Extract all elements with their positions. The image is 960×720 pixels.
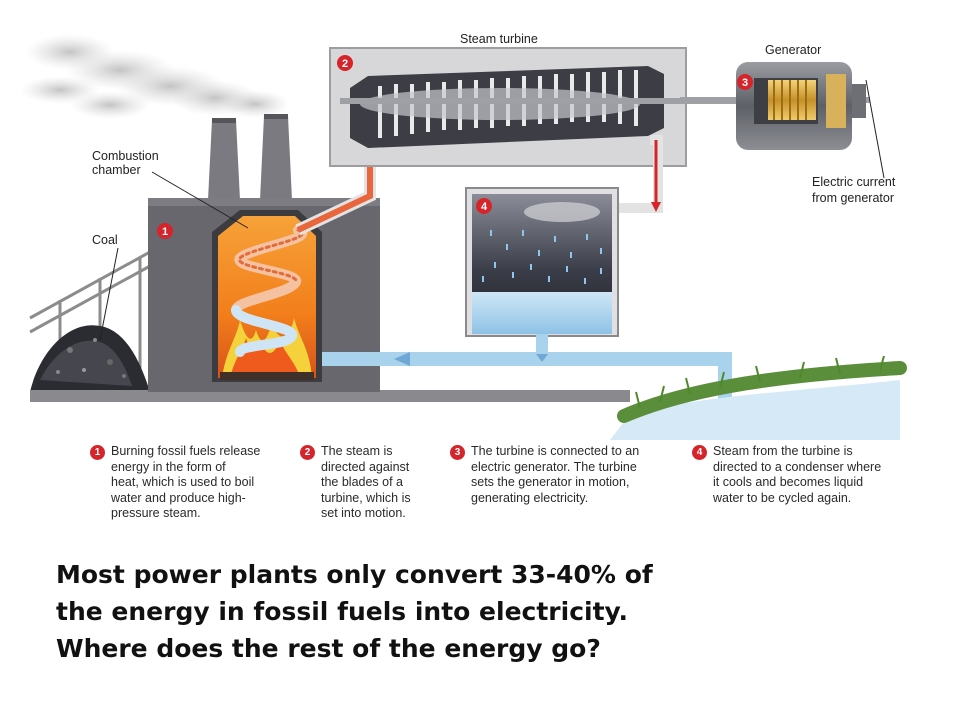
ground — [30, 390, 630, 402]
label-combustion-line1: Combustion — [92, 149, 159, 163]
coal-pointer-line — [99, 247, 119, 341]
step-2-text: The steam is directed against the blades… — [321, 444, 411, 520]
generator — [736, 62, 866, 150]
step-1-badge: 1 — [90, 445, 105, 460]
step-3: 3 The turbine is connected to an electri… — [450, 444, 639, 506]
combustion-pointer-line — [151, 171, 249, 229]
label-current-line2: from generator — [812, 191, 894, 205]
marker-2: 2 — [337, 55, 353, 71]
boiler-coil — [230, 225, 307, 357]
smoke — [20, 34, 290, 119]
step-1: 1 Burning fossil fuels release energy in… — [90, 444, 260, 522]
marker-1: 1 — [157, 223, 173, 239]
marker-3-number: 3 — [742, 77, 748, 89]
label-coal: Coal — [92, 233, 118, 247]
condenser — [465, 187, 619, 337]
marker-3: 3 — [737, 74, 753, 90]
exhaust-pipe — [606, 135, 663, 213]
smokestacks — [208, 114, 292, 200]
step-2-badge: 2 — [300, 445, 315, 460]
river-bank — [610, 355, 907, 440]
label-steam-turbine: Steam turbine — [460, 32, 538, 46]
power-plant-diagram: Steam turbine Generator Combustion chamb… — [20, 32, 907, 440]
step-3-text: The turbine is connected to an electric … — [471, 444, 640, 505]
steam-turbine — [329, 47, 760, 167]
label-generator: Generator — [765, 43, 821, 57]
label-current-line1: Electric current — [812, 175, 896, 189]
current-pointer-line — [865, 79, 885, 179]
marker-4-number: 4 — [481, 201, 488, 213]
step-3-badge: 3 — [450, 445, 465, 460]
step-1-text: Burning fossil fuels release energy in t… — [111, 444, 261, 520]
coal-pile — [30, 325, 150, 392]
marker-4: 4 — [476, 198, 492, 214]
step-4-badge: 4 — [692, 445, 707, 460]
marker-2-number: 2 — [342, 58, 348, 70]
step-4: 4 Steam from the turbine is directed to … — [692, 444, 881, 506]
question-text: Most power plants only convert 33-40% of… — [56, 560, 653, 663]
label-combustion-line2: chamber — [92, 163, 141, 177]
marker-1-number: 1 — [162, 226, 168, 238]
step-4-text: Steam from the turbine is directed to a … — [713, 444, 882, 505]
step-2: 2 The steam is directed against the blad… — [300, 444, 411, 522]
